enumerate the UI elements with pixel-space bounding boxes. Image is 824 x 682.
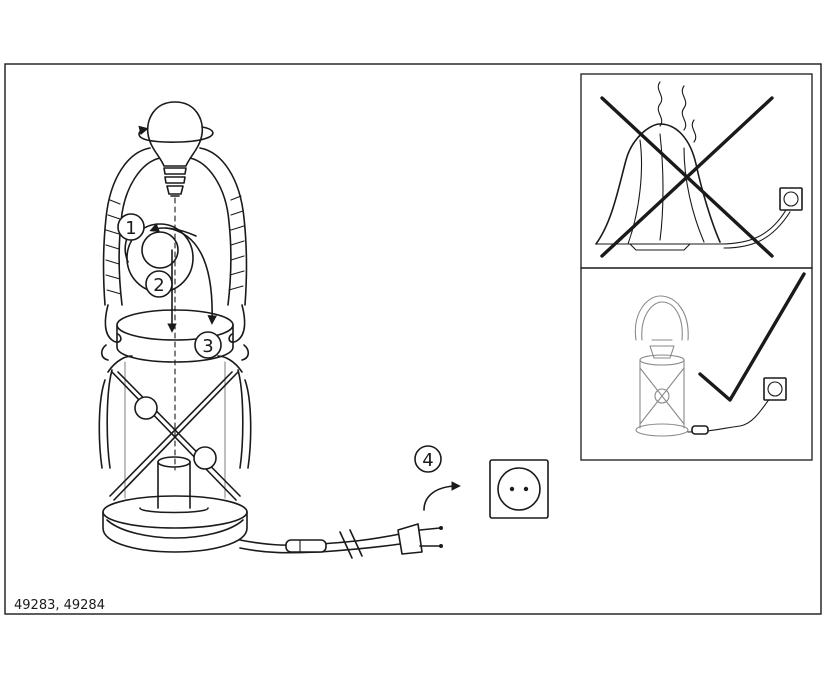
step-3-badge: 3 — [194, 331, 222, 359]
lantern-top-cap — [116, 309, 234, 363]
step-1-label: 1 — [125, 218, 136, 239]
panel-do-not-cover — [580, 73, 813, 269]
power-cable — [239, 523, 443, 559]
rotate-arrow — [138, 125, 214, 143]
sheet-border — [4, 63, 822, 615]
model-numbers: 49283, 49284 — [14, 598, 105, 613]
step-2-badge: 2 — [145, 270, 173, 298]
step-4-arrow — [423, 481, 461, 511]
wall-socket — [489, 459, 549, 519]
step-3-label: 3 — [202, 336, 213, 357]
step-4-badge: 4 — [414, 445, 442, 473]
inline-switch — [285, 539, 327, 553]
step-3-arrow — [165, 227, 218, 325]
step-4-label: 4 — [422, 450, 433, 471]
step-2-label: 2 — [153, 275, 164, 296]
lantern-cage — [98, 355, 252, 553]
check-mark-icon — [698, 272, 806, 402]
panel-correct-use — [580, 267, 813, 461]
lantern-handle — [100, 147, 250, 361]
lantern-lamp-assembly — [98, 101, 252, 553]
light-bulb — [146, 101, 204, 197]
cross-mark-icon — [600, 96, 774, 258]
power-plug — [397, 523, 423, 555]
step-1-badge: 1 — [117, 213, 145, 241]
